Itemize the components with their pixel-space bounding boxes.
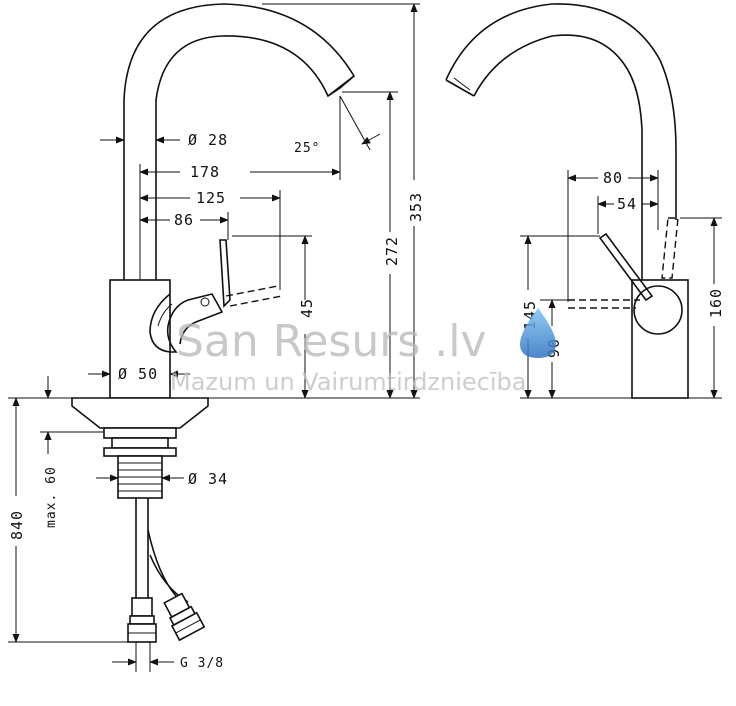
hose-fitting-straight [127, 597, 157, 643]
dim-d86: 86 [174, 211, 194, 229]
spout-outline [123, 3, 356, 280]
side-view: Ø 28 178 125 86 25° 45 272 [8, 3, 425, 672]
watermark-tagline: Mazum un Vairumtirdzniecība [170, 368, 526, 396]
dim-d34: Ø 34 [188, 470, 228, 488]
mounting-nut-top [103, 427, 177, 439]
dim-d125: 125 [196, 189, 226, 207]
faucet-body [109, 279, 171, 399]
front-view: 80 54 145 90 160 [445, 3, 725, 399]
dim-d50: Ø 50 [118, 365, 158, 383]
dim-d45: 45 [298, 298, 316, 318]
dim-d178: 178 [190, 163, 220, 181]
dim-d353: 353 [407, 192, 425, 222]
base-plate [71, 397, 209, 429]
front-lever-hub [633, 285, 683, 335]
dim-max60: max. 60 [44, 466, 59, 528]
dim-d840: 840 [8, 510, 26, 540]
supply-hose-straight [135, 498, 149, 598]
front-lever-handle [598, 232, 654, 302]
front-spout-tip [445, 79, 475, 97]
lever-hub [149, 293, 224, 353]
dim-d54: 54 [617, 195, 637, 213]
lever-alt-position [225, 285, 283, 307]
front-spout-outline [445, 3, 677, 280]
dim-d28: Ø 28 [188, 131, 228, 149]
front-lever-alt-position [568, 299, 640, 309]
dim-d160: 160 [707, 288, 725, 318]
watermark-brand: San Resurs .lv [176, 316, 487, 367]
watermark: San Resurs .lv Mazum un Vairumtirdzniecī… [170, 308, 556, 396]
threaded-shank [117, 455, 163, 499]
hose-fitting-bent [163, 592, 206, 642]
supply-hose-bent [147, 529, 189, 603]
dim-d80: 80 [603, 169, 623, 187]
dim-d25: 25° [294, 141, 320, 156]
water-drop-icon [520, 308, 556, 358]
dim-g38: G 3/8 [180, 656, 224, 671]
dim-d272: 272 [383, 236, 401, 266]
lever-handle [219, 239, 231, 308]
